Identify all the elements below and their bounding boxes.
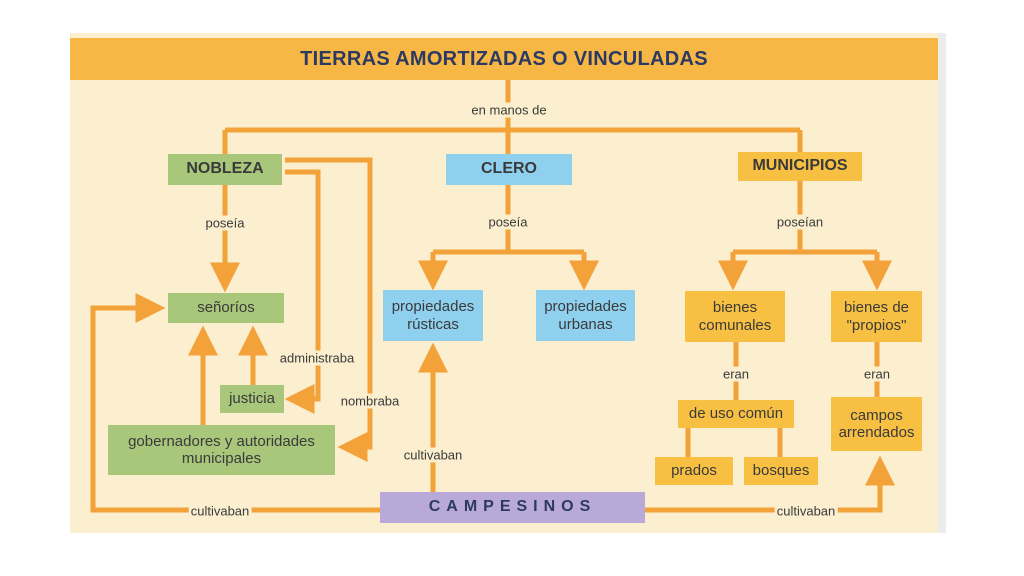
node-senorios: señoríos [168, 293, 284, 323]
node-justicia: justicia [220, 385, 284, 413]
node-bienes-propios: bienes de "propios" [831, 291, 922, 342]
node-municipios: MUNICIPIOS [738, 152, 862, 181]
arrow-administraba [284, 169, 321, 414]
node-propiedades-urbanas: propiedades urbanas [536, 290, 635, 341]
node-bosques: bosques [744, 457, 818, 485]
label-poseia-clero: poseía [486, 214, 530, 230]
label-cultivaban-center: cultivaban [401, 447, 465, 463]
page-edge [938, 33, 946, 533]
node-campos-arrendados: campos arrendados [831, 397, 922, 451]
label-nombraba: nombraba [338, 393, 402, 409]
node-clero: CLERO [446, 154, 572, 185]
node-campesinos: CAMPESINOS [380, 492, 645, 523]
diagram-title: TIERRAS AMORTIZADAS O VINCULADAS [300, 48, 708, 70]
node-propiedades-rusticas: propiedades rústicas [383, 290, 483, 341]
arrow-nombraba [285, 157, 373, 462]
title-bar [70, 38, 938, 80]
label-administraba: administraba [277, 350, 357, 366]
label-poseian-municipios: poseían [774, 214, 826, 230]
node-nobleza: NOBLEZA [168, 154, 282, 185]
node-gobernadores: gobernadores y autoridades municipales [108, 425, 335, 475]
node-uso-comun: de uso común [678, 400, 794, 428]
label-cultivaban-right: cultivaban [774, 503, 838, 519]
label-en-manos-de: en manos de [469, 102, 549, 118]
label-eran-left: eran [720, 366, 752, 382]
node-bienes-comunales: bienes comunales [685, 291, 785, 342]
label-cultivaban-left: cultivaban [188, 503, 252, 519]
label-poseia-nobleza: poseía [203, 215, 247, 231]
label-eran-right: eran [861, 366, 893, 382]
arrow-cultivaban-right [645, 455, 895, 513]
node-prados: prados [655, 457, 733, 485]
